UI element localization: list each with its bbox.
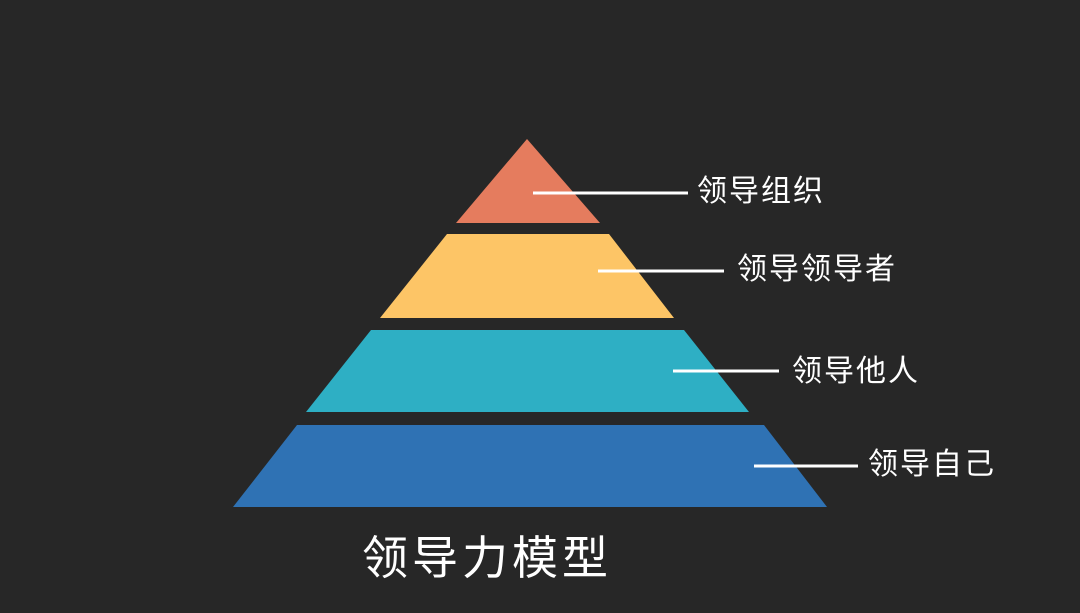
pyramid-tier-lead-leaders (380, 234, 674, 318)
pyramid-tier-lead-self (233, 425, 827, 507)
pyramid-tier-lead-organization (456, 139, 600, 223)
level-label-lead-self: 领导自己 (868, 447, 996, 482)
level-label-lead-organization: 领导组织 (697, 174, 825, 209)
diagram-title: 领导力模型 (362, 531, 612, 585)
level-label-lead-leaders: 领导领导者 (737, 252, 897, 287)
level-label-lead-others: 领导他人 (792, 354, 920, 389)
pyramid-tier-lead-others (306, 330, 749, 412)
